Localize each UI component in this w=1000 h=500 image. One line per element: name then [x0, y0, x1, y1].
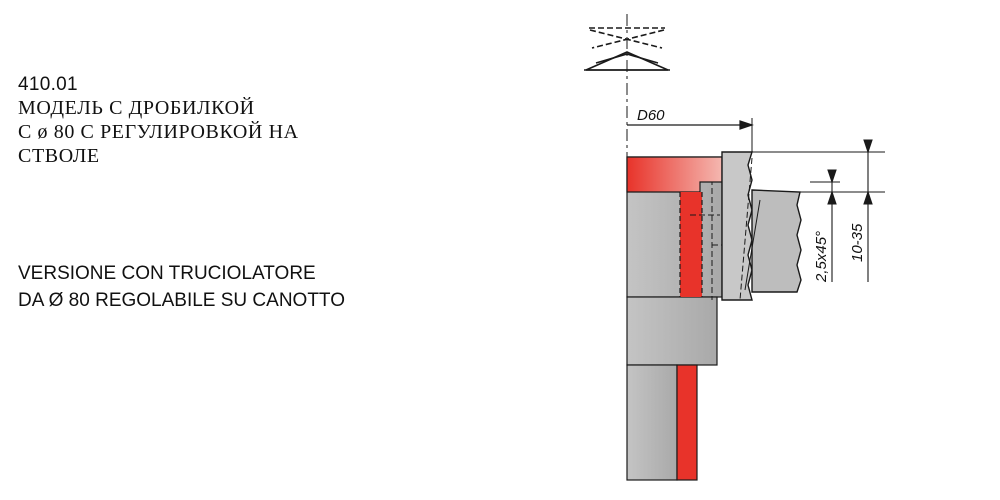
ru-line-2: С ø 80 С РЕГУЛИРОВКОЙ НА: [18, 121, 299, 143]
tool-section-drawing: D60 2,5x45° 10-35: [584, 14, 885, 481]
tool-body: [626, 156, 723, 481]
dimension-d60: D60: [627, 107, 754, 152]
dimension-range-label: 10-35: [849, 223, 866, 262]
dimension-chamfer-label: 2,5x45°: [813, 231, 830, 283]
it-line-1: VERSIONE CON TRUCIOLATORE: [18, 263, 316, 284]
it-line-2: DA Ø 80 REGOLABILE SU CANOTTO: [18, 290, 345, 311]
dimension-height: 2,5x45° 10-35: [752, 139, 885, 283]
description-it: VERSIONE CON TRUCIOLATORE DA Ø 80 REGOLA…: [18, 260, 448, 314]
cutter-head: [721, 151, 802, 301]
ru-line-3: СТВОЛЕ: [18, 145, 100, 167]
product-code: 410.01: [18, 74, 78, 95]
description-ru: 410.01 МОДЕЛЬ С ДРОБИЛКОЙ С ø 80 С РЕГУЛ…: [18, 74, 438, 168]
dimension-d60-label: D60: [637, 107, 665, 124]
ru-line-1: МОДЕЛЬ С ДРОБИЛКОЙ: [18, 97, 255, 119]
